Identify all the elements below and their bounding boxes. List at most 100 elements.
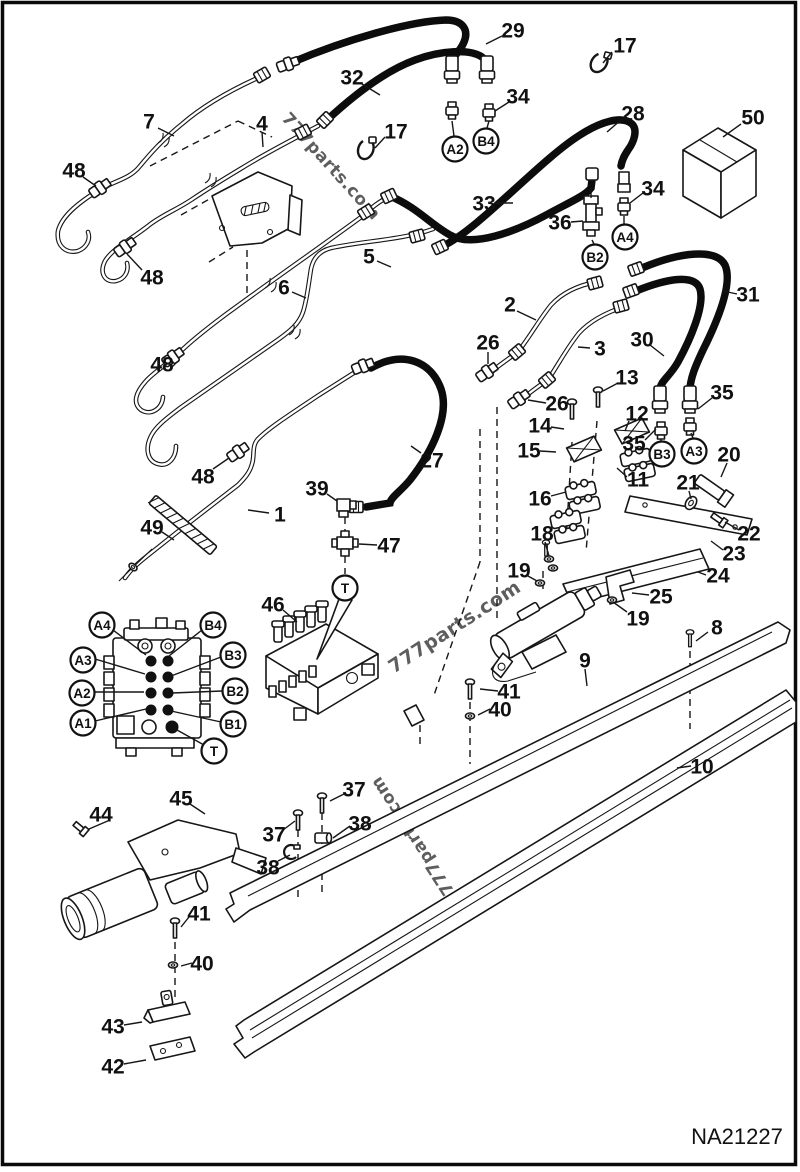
callout-37: 37 [262, 824, 285, 847]
hose-end-b4 [478, 55, 496, 84]
callout-41: 41 [497, 681, 521, 704]
callout-16: 16 [528, 488, 551, 511]
cylinder-mount-plate [521, 634, 567, 670]
pivot-tube [164, 870, 209, 905]
fitting-47 [331, 530, 359, 557]
port-label-B3: B3 [648, 440, 676, 468]
callout-34: 34 [506, 86, 530, 109]
screw-22 [710, 512, 729, 529]
nut-40 [167, 961, 179, 969]
callout-13: 13 [615, 367, 638, 390]
port-b4 [162, 655, 174, 667]
callout-26: 26 [545, 393, 568, 416]
bushing-38 [314, 832, 333, 844]
port-a4 [145, 655, 157, 667]
hose-33 [386, 176, 596, 244]
callout-35: 35 [622, 433, 646, 456]
callout-42: 42 [101, 1056, 124, 1079]
pivot-sleeve [60, 867, 159, 941]
washer-21 [684, 495, 698, 511]
callout-7: 7 [143, 111, 155, 134]
steel-tubes [58, 76, 623, 578]
callout-33: 33 [472, 193, 495, 216]
hose-nut [626, 260, 646, 278]
spiral-wrap-49 [118, 495, 218, 582]
adapter-35 [654, 421, 668, 440]
port-label-B4: B4 [472, 127, 500, 155]
screw-8 [685, 629, 695, 648]
callout-38: 38 [256, 857, 280, 880]
elbow-fitting-39 [336, 498, 357, 518]
svg-text:B2: B2 [586, 250, 603, 265]
svg-text:B4: B4 [204, 618, 222, 633]
plate-42 [149, 1036, 196, 1061]
bracket-43 [143, 989, 191, 1024]
svg-text:A4: A4 [93, 618, 111, 633]
callout-3: 3 [594, 338, 606, 361]
callout-40: 40 [190, 953, 213, 976]
hose-clamp-17 [356, 135, 378, 161]
callout-26: 26 [476, 332, 499, 355]
svg-text:B1: B1 [224, 717, 242, 732]
bolt-14 [566, 398, 578, 420]
callout-45: 45 [169, 788, 193, 811]
callout-21: 21 [676, 472, 700, 495]
bolt-20 [694, 474, 735, 508]
port-label-A4: A4 [88, 611, 116, 639]
hydraulic-hoses [289, 16, 731, 511]
callout-27: 27 [420, 450, 443, 473]
fitting-hose29 [274, 53, 302, 75]
valve-port-map [103, 617, 211, 757]
svg-text:A1: A1 [74, 716, 92, 731]
callout-11: 11 [627, 469, 650, 492]
callout-14: 14 [528, 415, 552, 438]
leader-lines [82, 35, 742, 1065]
callout-12: 12 [625, 403, 648, 426]
hose-30 [632, 275, 705, 392]
callout-9: 9 [579, 650, 591, 673]
svg-text:A2: A2 [73, 686, 90, 701]
callout-19: 19 [626, 608, 649, 631]
port-label-A1: A1 [69, 709, 97, 737]
svg-text:B3: B3 [224, 648, 242, 663]
nut-40 [464, 712, 476, 720]
callout-48: 48 [191, 466, 215, 489]
svg-text:B3: B3 [653, 447, 671, 462]
hose-end-a3 [681, 385, 699, 414]
port-a3 [145, 671, 157, 683]
callout-4: 4 [256, 113, 268, 136]
svg-text:T: T [341, 581, 350, 596]
tube-6 [148, 229, 433, 465]
callout-23: 23 [722, 543, 745, 566]
hose-end-a2 [443, 55, 461, 84]
construction-dashed-lines [149, 120, 691, 999]
callout-50: 50 [741, 107, 764, 130]
callout-43: 43 [101, 1016, 124, 1039]
callout-38: 38 [348, 813, 372, 836]
hydraulic-cylinder [464, 585, 602, 720]
callout-37: 37 [342, 779, 365, 802]
port-label-B2: B2 [221, 677, 249, 705]
nut-19 [606, 596, 618, 604]
hose-27 [362, 355, 448, 511]
pin-44 [72, 820, 90, 838]
callout-20: 20 [717, 444, 740, 467]
front-mount-45 [60, 792, 333, 1061]
svg-text:B4: B4 [477, 134, 495, 149]
adapter-35 [683, 417, 697, 436]
hose-31 [638, 250, 731, 392]
fitting-hose27 [349, 355, 377, 377]
fittings [86, 47, 699, 557]
frame-rails [225, 621, 797, 1059]
screw-41 [464, 678, 476, 700]
adapter-34 [482, 103, 496, 122]
callout-2: 2 [504, 294, 516, 317]
callout-41: 41 [187, 903, 211, 926]
svg-text:B2: B2 [226, 684, 243, 699]
callout-49: 49 [140, 517, 163, 540]
inline-fitting-36 [582, 195, 603, 237]
callout-22: 22 [737, 523, 760, 546]
rail-9-notch [403, 704, 425, 727]
hose-clamp-17 [587, 47, 614, 76]
